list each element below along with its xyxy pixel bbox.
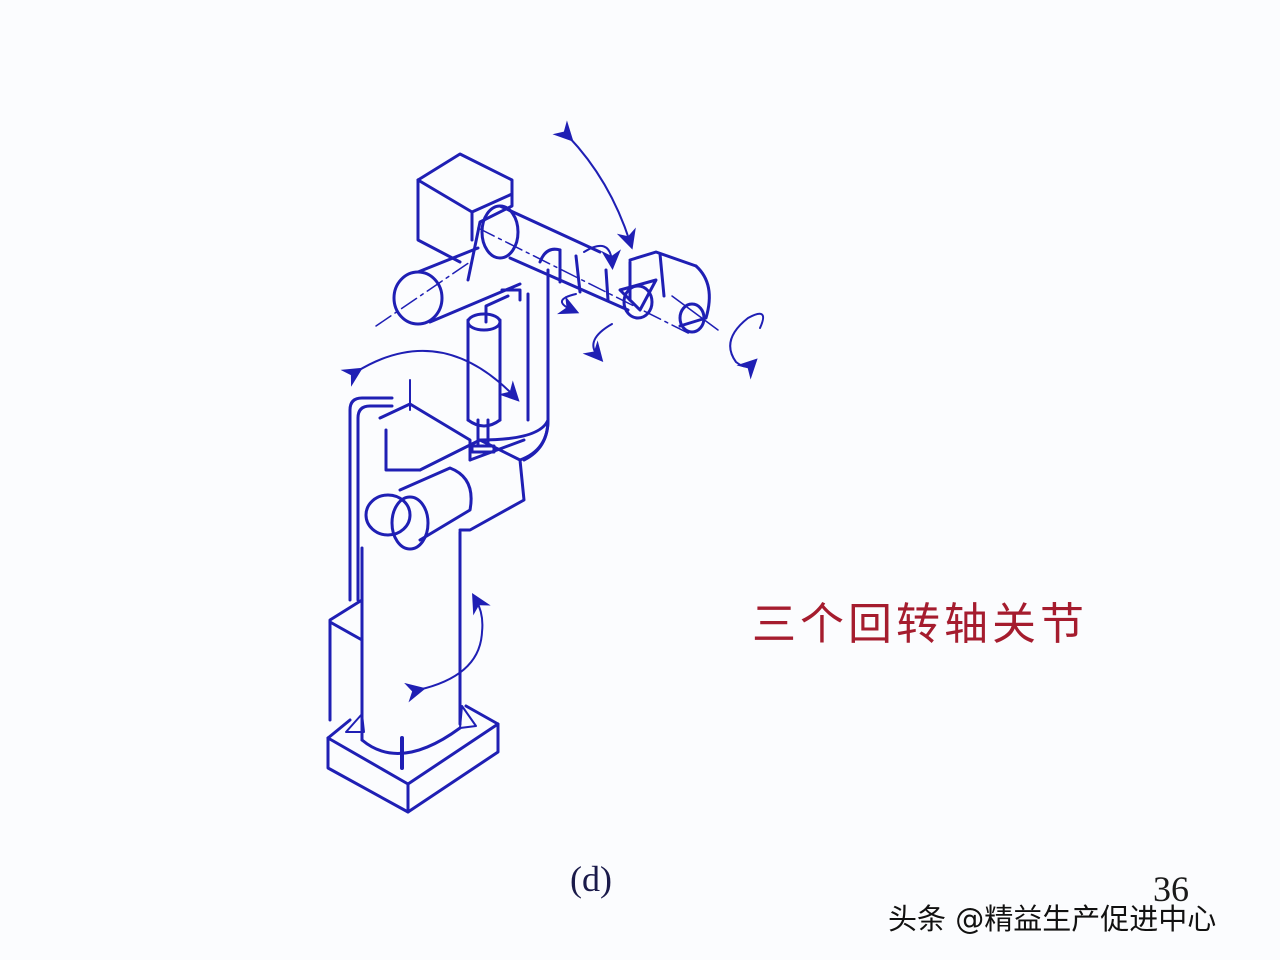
wrist-roll-arrow	[729, 312, 764, 380]
elbow-rotation-arrow	[340, 349, 520, 402]
forearm-rotation-arrow	[583, 244, 622, 270]
shoulder-joint	[364, 466, 473, 551]
page-number: 36	[1153, 869, 1189, 909]
forearm	[477, 204, 691, 335]
base-plate	[326, 704, 500, 814]
base-column	[360, 530, 462, 770]
upper-arm	[409, 268, 550, 462]
upper-arc-arrow	[552, 120, 636, 250]
rotation-arrows	[340, 120, 764, 703]
wrist-assembly	[618, 250, 719, 334]
wrist-pitch-arrow	[582, 323, 613, 363]
top-motor-box	[416, 152, 514, 282]
watermark: 头条 @精益生产促进中心	[888, 902, 1217, 936]
base-rotation-arrow	[404, 593, 491, 703]
wrist-yaw-arrow	[556, 293, 580, 315]
caption-three-rotary-joints: 三个回转轴关节	[752, 599, 1088, 650]
elbow-shaft	[375, 246, 522, 327]
figure-sub-label: (d)	[570, 859, 612, 899]
shoulder-housing	[378, 402, 550, 532]
